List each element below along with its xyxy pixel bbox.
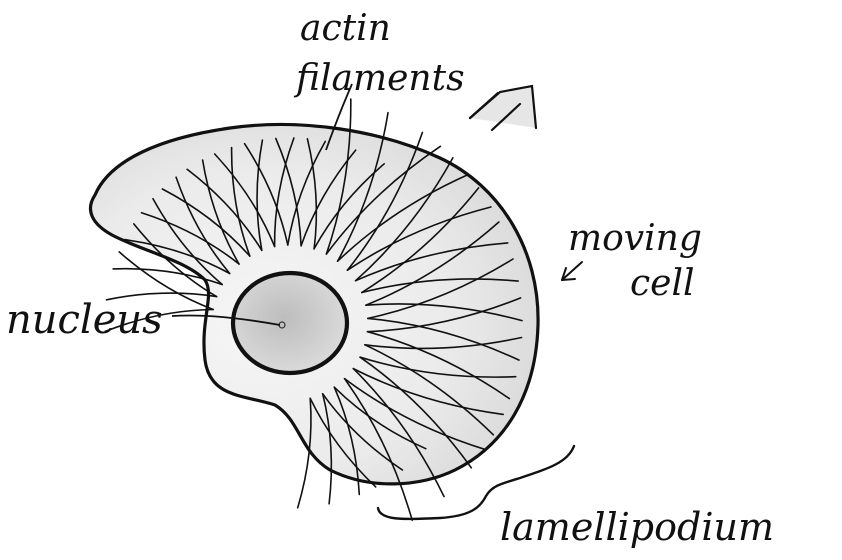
actin-filament (201, 159, 240, 265)
actin-filament (213, 153, 276, 248)
actin-leader (325, 83, 353, 151)
actin-filament (325, 98, 352, 255)
actin-filament (361, 187, 480, 294)
actin-filament (336, 173, 470, 262)
actin-filament (287, 140, 327, 246)
actin-filament (325, 145, 442, 255)
actin-filament (346, 131, 424, 271)
actin-filament (352, 367, 445, 498)
actin-filament (161, 188, 251, 257)
nucleus (230, 270, 350, 376)
actin-filament (366, 330, 511, 400)
actin-filament (243, 142, 289, 246)
actin-label-line1: actin (300, 8, 391, 49)
actin-filament (336, 111, 389, 262)
actin-filament (367, 258, 514, 320)
actin-filament (256, 139, 264, 252)
actin-label-line2: filaments (293, 58, 465, 99)
actin-filament (361, 278, 519, 294)
actin-filament (343, 377, 413, 521)
lamellipodium-brace (376, 444, 576, 521)
actin-filament (140, 211, 240, 265)
actin-filament (175, 176, 231, 275)
actin-filament (104, 308, 214, 333)
nucleus-label: nucleus (6, 297, 163, 343)
actin-filament (364, 336, 523, 350)
actin-filament (346, 206, 492, 271)
actin-filament (343, 377, 486, 451)
actin-filament (296, 397, 312, 509)
actin-filament (321, 393, 333, 505)
actin-filament (352, 367, 504, 416)
actin-filament (333, 386, 427, 450)
actin-filament (273, 137, 295, 248)
actin-filament (364, 344, 495, 436)
actin-filament (105, 292, 218, 301)
actin-filament (359, 356, 473, 469)
actin-filament (118, 251, 214, 311)
actin-filament (275, 137, 302, 247)
moving-label-line2: cell (630, 263, 695, 304)
actin-filament (354, 242, 509, 282)
actin-filament (133, 223, 218, 298)
actin-filament (186, 168, 263, 252)
actin-filament (365, 221, 500, 306)
actin-filament (309, 397, 377, 488)
arrow-up-right-icon (468, 84, 538, 132)
actin-filament (152, 197, 223, 286)
actin-filament (354, 157, 454, 282)
actin-filament (112, 267, 223, 286)
moving-cell-arrow (561, 261, 583, 281)
actin-filament (333, 386, 361, 496)
actin-filament (124, 238, 231, 275)
moving-label-line1: moving (568, 218, 702, 259)
actin-filament (306, 138, 318, 250)
actin-filament (366, 297, 522, 333)
actin-filament (367, 317, 520, 361)
lamellipodium-label: lamellipodium (500, 505, 774, 549)
nucleus-leader (171, 314, 281, 326)
actin-filament (359, 356, 517, 378)
actin-filament (321, 393, 404, 471)
actin-filament (230, 146, 251, 257)
actin-filament (365, 303, 523, 322)
actin-filaments (104, 98, 523, 521)
